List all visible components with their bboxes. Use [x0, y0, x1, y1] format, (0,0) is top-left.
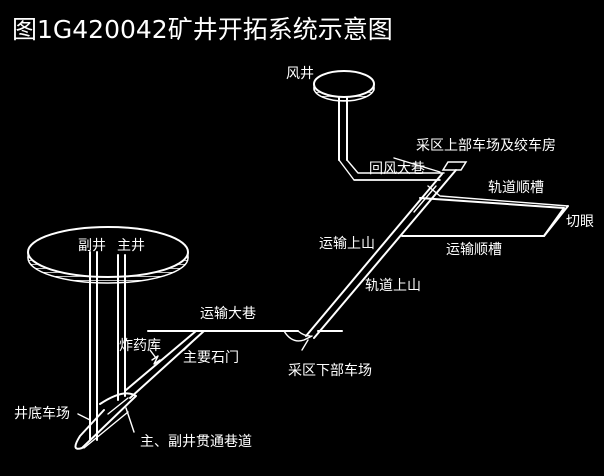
leader-lines — [77, 157, 441, 433]
air-shaft-disk — [313, 70, 375, 102]
label-air-shaft: 风井 — [286, 66, 314, 82]
track-trough — [401, 185, 569, 237]
uphill-lines — [305, 169, 457, 339]
magazine-symbol — [151, 355, 161, 365]
label-auxiliary-shaft: 副井 — [78, 238, 106, 254]
haulage-roadway — [147, 330, 343, 342]
label-main-crosscut: 主要石门 — [183, 350, 239, 366]
diagram-title: 图1G420042矿井开拓系统示意图 — [12, 15, 393, 44]
air-shaft-line — [338, 97, 445, 181]
shaft-verticals — [89, 251, 126, 441]
shaft-bottom-yard — [74, 392, 137, 450]
label-haulage-uphill: 运输上山 — [319, 236, 375, 252]
label-haulage-roadway: 运输大巷 — [200, 306, 256, 322]
label-main-shaft: 主井 — [117, 238, 145, 254]
diagram-labels: 风井 采区上部车场及绞车房 回风大巷 轨道顺槽 切眼 运输上山 运输顺槽 副井 … — [14, 66, 594, 450]
upper-yard-box — [441, 161, 468, 171]
label-shaft-bottom-yard: 井底车场 — [14, 405, 70, 422]
label-haulage-trough: 运输顺槽 — [446, 242, 502, 258]
label-track-uphill: 轨道上山 — [365, 278, 421, 294]
label-open-cut: 切眼 — [566, 214, 594, 230]
label-connecting-roadway: 主、副井贯通巷道 — [140, 434, 252, 450]
label-upper-yard: 采区上部车场及绞车房 — [416, 137, 556, 154]
label-return-roadway: 回风大巷 — [369, 161, 425, 177]
label-track-trough: 轨道顺槽 — [488, 180, 544, 196]
main-shaft-disk — [27, 226, 189, 284]
label-magazine: 炸药库 — [119, 338, 161, 354]
label-lower-yard: 采区下部车场 — [288, 362, 372, 379]
